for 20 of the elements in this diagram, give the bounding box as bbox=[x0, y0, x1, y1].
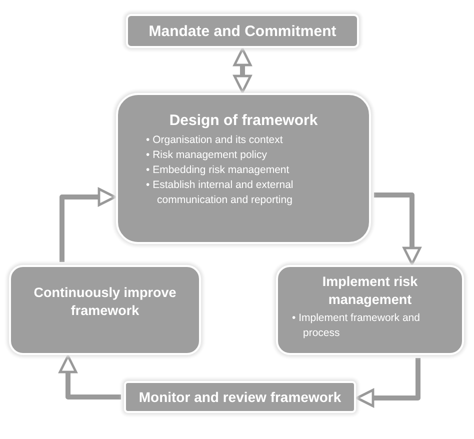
arrow bbox=[356, 358, 420, 408]
box-heading: Mandate and Commitment bbox=[148, 22, 336, 41]
arrow bbox=[60, 188, 116, 262]
arrow bbox=[58, 354, 121, 400]
box-heading: Monitor and review framework bbox=[138, 388, 342, 406]
box-heading: Design of framework bbox=[169, 111, 318, 130]
bullet-item: • Risk management policy bbox=[146, 148, 268, 163]
arrow bbox=[233, 48, 252, 94]
mandate-box bbox=[126, 14, 359, 48]
bullet-item: • Organisation and its context bbox=[146, 133, 284, 148]
box-heading: Continuously improve framework bbox=[32, 284, 178, 319]
arrow bbox=[374, 192, 422, 266]
box-heading: Implement risk management bbox=[321, 273, 419, 308]
implement-box bbox=[276, 265, 464, 355]
bullet-item: • Embedding risk management bbox=[146, 163, 290, 178]
improve-box bbox=[9, 265, 201, 355]
design-box bbox=[116, 93, 371, 244]
bullet-item: • Establish internal and external communication and reporting bbox=[146, 178, 294, 208]
bullet-item: • Implement framework and process bbox=[292, 311, 421, 341]
monitor-box bbox=[124, 381, 356, 413]
